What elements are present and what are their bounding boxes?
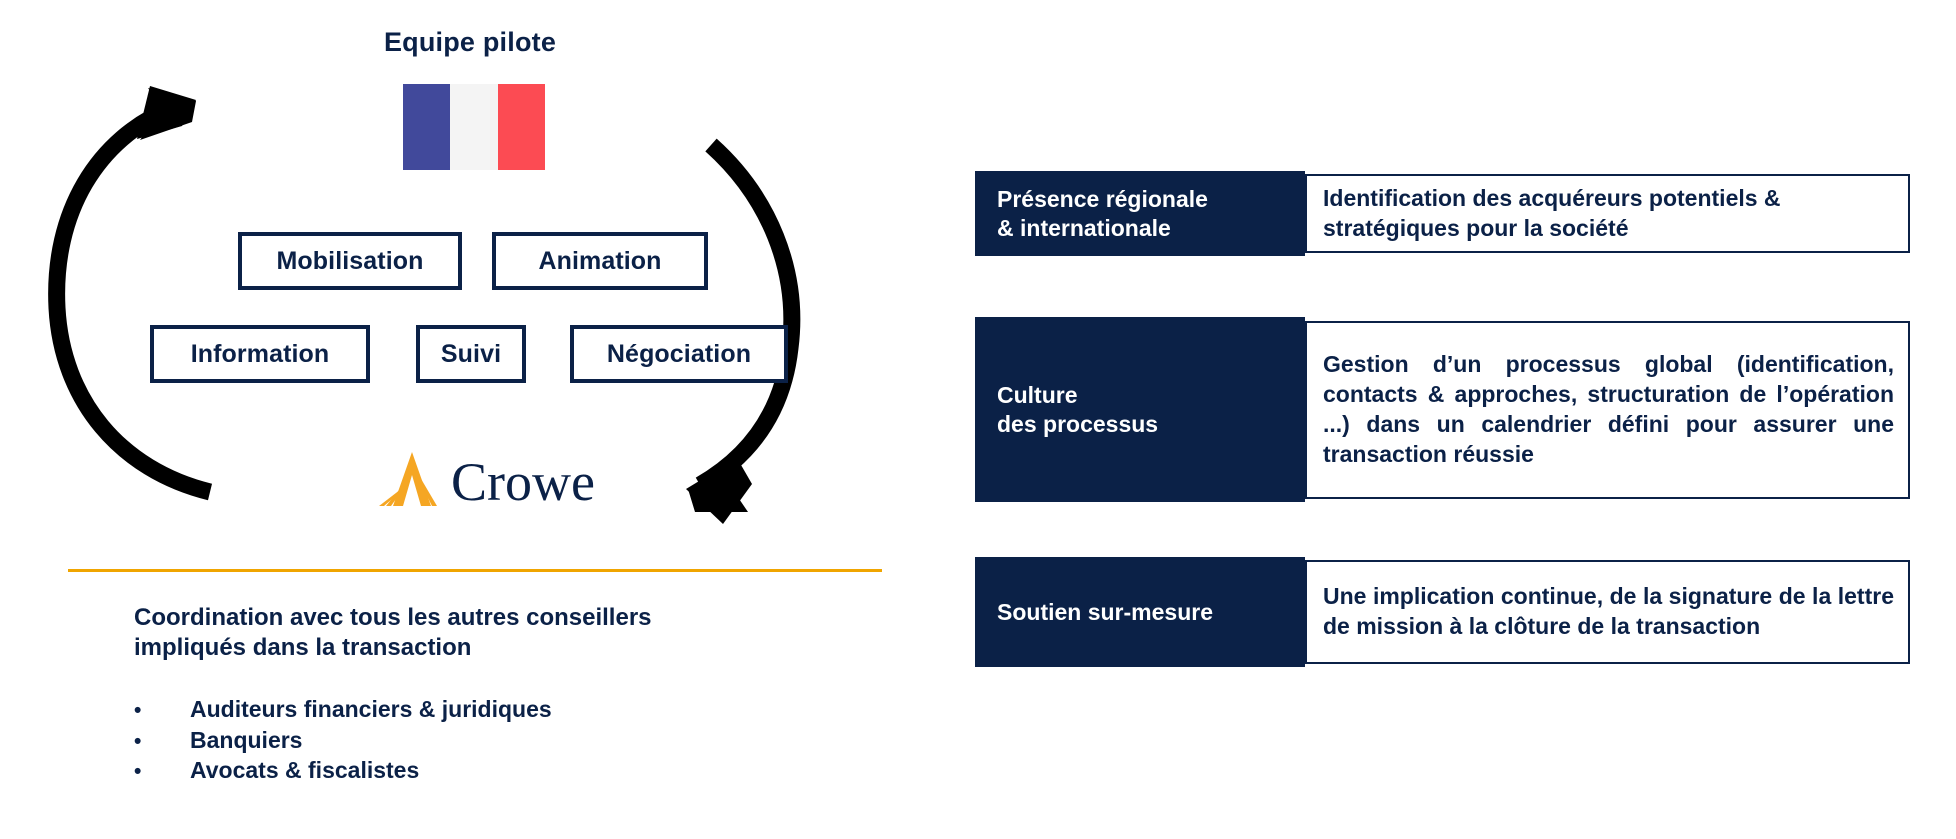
crowe-logo: Crowe [379, 452, 595, 512]
french-flag-icon [403, 84, 545, 170]
list-item-label: Avocats & fiscalistes [190, 757, 420, 784]
panel-soutien-sur-mesure: Soutien sur-mesure Une implication conti… [975, 557, 1910, 667]
panel-body-text: Une implication continue, de la signatur… [1323, 583, 1894, 639]
gold-divider [68, 569, 882, 572]
crowe-chevron-icon [379, 452, 437, 506]
flag-band-red [497, 84, 545, 170]
cycle-step-suivi[interactable]: Suivi [416, 325, 526, 383]
advisor-list: • Auditeurs financiers & juridiques • Ba… [134, 694, 834, 786]
bullet-icon: • [134, 699, 142, 722]
panel-body-text: Gestion d’un processus global (identific… [1323, 351, 1894, 467]
coordination-block: Coordination avec tous les autres consei… [134, 603, 834, 663]
flag-band-white [450, 84, 498, 170]
cycle-step-negociation[interactable]: Négociation [570, 325, 788, 383]
flag-band-blue [403, 84, 451, 170]
list-item-label: Banquiers [190, 726, 303, 753]
bullet-icon: • [134, 729, 142, 753]
panel-presence-regionale: Présence régionale & internationale Iden… [975, 171, 1910, 256]
cycle-step-information[interactable]: Information [150, 325, 370, 383]
panel-label: Présence régionale & internationale [975, 171, 1305, 256]
equipe-pilote-title: Equipe pilote [383, 27, 557, 57]
panel-label: Culture des processus [975, 317, 1305, 502]
list-item: • Auditeurs financiers & juridiques [134, 694, 834, 725]
coordination-heading: Coordination avec tous les autres consei… [134, 604, 652, 661]
panel-body: Gestion d’un processus global (identific… [1305, 321, 1910, 499]
list-item-label: Auditeurs financiers & juridiques [190, 696, 552, 722]
panel-body-text: Identification des acquéreurs potentiels… [1323, 184, 1781, 241]
crowe-wordmark: Crowe [451, 452, 595, 512]
panel-culture-des-processus: Culture des processus Gestion d’un proce… [975, 317, 1910, 502]
list-item: • Avocats & fiscalistes [134, 755, 834, 786]
list-item: • Banquiers [134, 725, 834, 756]
cycle-step-mobilisation[interactable]: Mobilisation [238, 232, 462, 290]
panel-body: Identification des acquéreurs potentiels… [1305, 174, 1910, 253]
panel-label: Soutien sur-mesure [975, 557, 1305, 667]
panel-body: Une implication continue, de la signatur… [1305, 560, 1910, 664]
cycle-step-animation[interactable]: Animation [492, 232, 708, 290]
left-cycle-arrow-icon [48, 86, 213, 501]
bullet-icon: • [134, 760, 142, 784]
